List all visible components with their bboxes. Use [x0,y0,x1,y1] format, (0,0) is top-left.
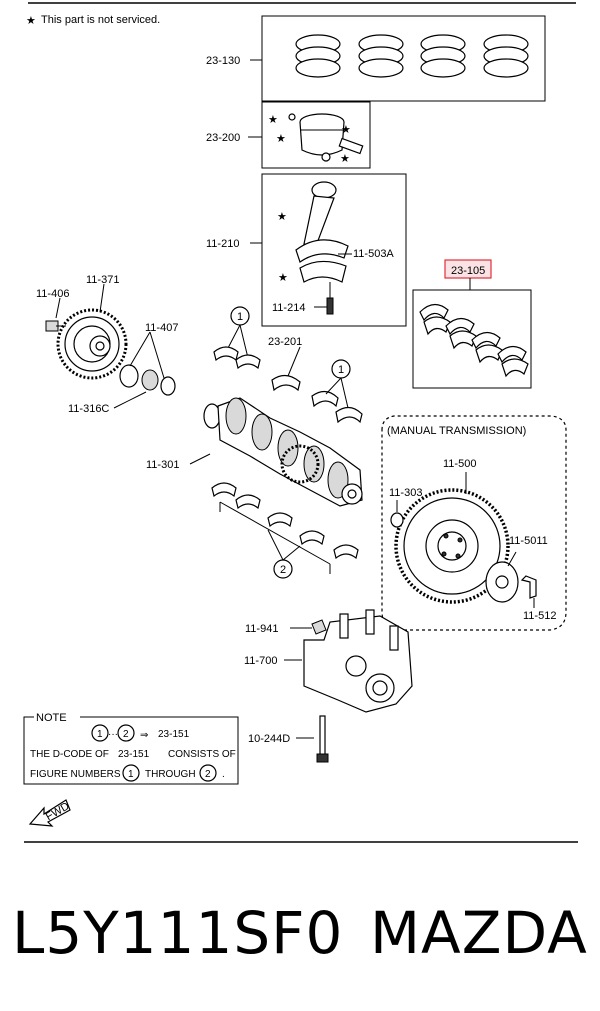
fwd-arrow-icon [28,799,71,827]
label-11-301: 11-301 [146,459,179,471]
note-range-to: 2 [123,729,129,740]
crankshaft [189,397,363,507]
manual-transmission-label: (MANUAL TRANSMISSION) [387,425,526,437]
highlight-box-23-105 [444,259,492,279]
circle-2: 2 [280,564,286,576]
fwd-label: FWD [44,800,72,823]
note-line2-b: 23-151 [118,749,150,760]
label-11-371: 11-371 [86,274,119,286]
note-range-from: 1 [97,729,103,740]
label-11-500: 11-500 [443,458,476,470]
label-10-244d: 10-244D [248,733,290,745]
connecting-rod-group [250,173,407,327]
star-icon: ★ [26,15,36,27]
piston-group [248,101,371,169]
note-line2-a: THE D-CODE OF [30,749,109,760]
label-23-201: 23-201 [268,336,302,348]
note-range-dots: ··· [108,729,118,740]
manual-transmission-group [381,415,567,631]
part-number: L5Y111SF0 [12,899,344,967]
note-line3-to: 2 [205,769,211,780]
label-11-210: 11-210 [206,238,239,250]
note-heading: NOTE [36,712,67,724]
note-line3-a: FIGURE NUMBERS [30,769,121,780]
label-11-214: 11-214 [272,302,305,314]
label-11-503a: 11-503A [353,248,394,260]
piston-rings-group [250,15,546,102]
note-line2-c: CONSISTS OF [168,749,236,760]
star-icon: ★ [277,211,287,223]
label-11-5011: 11-5011 [509,535,548,547]
label-11-941: 11-941 [245,623,278,635]
label-11-512: 11-512 [523,610,556,622]
note-arrow: ⇒ [140,730,148,741]
note-line3-from: 1 [128,769,134,780]
label-23-130: 23-130 [206,55,240,67]
label-11-700: 11-700 [244,655,277,667]
label-11-303: 11-303 [389,487,422,499]
note-line3-b: THROUGH [145,769,196,780]
star-icon: ★ [278,272,288,284]
note-code: 23-151 [158,729,190,740]
upper-main-bearings [213,306,363,424]
star-icon: ★ [341,124,351,136]
label-11-406: 11-406 [36,288,69,300]
bearing-set-group [412,259,532,389]
label-23-200: 23-200 [206,132,240,144]
star-icon: ★ [276,133,286,145]
star-icon: ★ [340,153,350,165]
circle-1-top: 1 [237,311,243,323]
note-line3-period: . [222,769,225,780]
rear-housing-group [284,609,413,763]
header-note: This part is not serviced. [41,14,160,26]
circle-1-right: 1 [338,364,344,376]
label-11-316c: 11-316C [68,403,109,415]
label-11-407: 11-407 [145,322,178,334]
note-box [23,716,239,785]
brand-name: MAZDA [370,899,588,967]
crank-pulley-group [45,283,176,409]
star-icon: ★ [268,114,278,126]
footer-title: L5Y111SF0 MAZDA [0,888,600,978]
lower-main-bearings [211,482,359,579]
label-23-105: 23-105 [451,265,485,277]
